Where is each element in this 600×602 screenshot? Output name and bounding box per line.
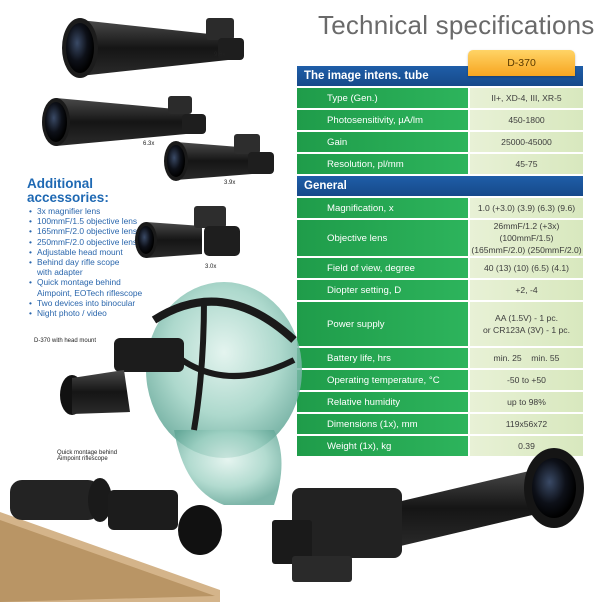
row-label: Photosensitivity, µA/lm <box>297 110 468 130</box>
caption-30x: 3.0x <box>205 264 217 270</box>
row-label: Objective lens <box>297 220 468 256</box>
row-label: Battery life, hrs <box>297 348 468 368</box>
row-value: II+, XD-4, III, XR-5 <box>470 88 583 108</box>
row-value: min. 25 min. 55 <box>470 348 583 368</box>
camera-scope-image <box>272 448 584 582</box>
table-row: Objective lens 26mmF/1.2 (+3x) (100mmF/1… <box>297 220 583 256</box>
list-item: •Behind day rifle scope <box>29 257 120 268</box>
table-row: Magnification, x 1.0 (+3.0) (3.9) (6.3) … <box>297 198 583 218</box>
list-item: •100mmF/1.5 objective lens <box>29 216 138 227</box>
row-value: -50 to +50 <box>470 370 583 390</box>
row-label: Power supply <box>297 302 468 346</box>
caption-63x: 6.3x <box>143 141 155 147</box>
scope-39x-image <box>164 134 274 181</box>
accessories-heading: Additional accessories: <box>27 176 109 205</box>
row-value: 25000-45000 <box>470 132 583 152</box>
list-item: •Adjustable head mount <box>29 246 123 257</box>
table-row: Dimensions (1x), mm 119x56x72 <box>297 414 583 434</box>
row-value: up to 98% <box>470 392 583 412</box>
table-row: Operating temperature, °C -50 to +50 <box>297 370 583 390</box>
row-value: AA (1.5V) - 1 pc. or CR123A (3V) - 1 pc. <box>470 302 583 346</box>
table-row: Resolution, pl/mm 45-75 <box>297 154 583 174</box>
row-label: Dimensions (1x), mm <box>297 414 468 434</box>
accessories-list: •3x magnifier lens •100mmF/1.5 objective… <box>29 206 142 318</box>
caption-39x: 3.9x <box>224 180 236 186</box>
caption-head-mount: D-370 with head mount <box>34 338 97 344</box>
table-row: Relative humidity up to 98% <box>297 392 583 412</box>
device-30x-image <box>135 206 240 258</box>
model-tab: D-370 <box>468 50 575 76</box>
list-item: with adapter <box>37 267 83 278</box>
table-row: Gain 25000-45000 <box>297 132 583 152</box>
list-item: Aimpoint, EOTech riflescope <box>37 287 143 298</box>
list-item: •250mmF/2.0 objective lens <box>29 236 138 247</box>
row-label: Relative humidity <box>297 392 468 412</box>
row-value: 119x56x72 <box>470 414 583 434</box>
row-label: Type (Gen.) <box>297 88 468 108</box>
caption-96x: 9.6x <box>214 52 226 58</box>
list-item: •165mmF/2.0 objective lens <box>29 226 138 237</box>
table-row: Type (Gen.) II+, XD-4, III, XR-5 <box>297 88 583 108</box>
caption-quick-montage: Quick montage behind Aimpoint riflescope <box>57 450 118 462</box>
list-item: •Night photo / video <box>29 308 107 319</box>
page-title: Technical specifications <box>318 10 595 40</box>
row-label: Gain <box>297 132 468 152</box>
row-label: Field of view, degree <box>297 258 468 278</box>
table-row: Photosensitivity, µA/lm 450-1800 <box>297 110 583 130</box>
row-value: 40 (13) (10) (6.5) (4.1) <box>470 258 583 278</box>
table-row: Power supply AA (1.5V) - 1 pc. or CR123A… <box>297 302 583 346</box>
row-value: 26mmF/1.2 (+3x) (100mmF/1.5) (165mmF/2.0… <box>470 220 583 256</box>
table-row: Field of view, degree 40 (13) (10) (6.5)… <box>297 258 583 278</box>
section-heading-general: General <box>297 176 583 196</box>
row-value: +2, -4 <box>470 280 583 300</box>
spec-table: The image intens. tube Type (Gen.) II+, … <box>297 62 583 456</box>
table-row: Diopter setting, D +2, -4 <box>297 280 583 300</box>
row-value: 45-75 <box>470 154 583 174</box>
row-label: Weight (1x), kg <box>297 436 468 456</box>
list-item: •Two devices into binocular <box>29 297 136 308</box>
list-item: •Quick montage behind <box>29 277 121 288</box>
scope-96x-image <box>62 18 244 78</box>
row-value: 1.0 (+3.0) (3.9) (6.3) (9.6) <box>470 198 583 218</box>
rifle-montage-image <box>0 478 222 602</box>
list-item: •3x magnifier lens <box>29 206 101 216</box>
row-label: Resolution, pl/mm <box>297 154 468 174</box>
table-row: Battery life, hrs min. 25 min. 55 <box>297 348 583 368</box>
head-mount-image <box>60 282 302 505</box>
scope-63x-image <box>42 96 206 146</box>
row-label: Magnification, x <box>297 198 468 218</box>
row-label: Operating temperature, °C <box>297 370 468 390</box>
row-label: Diopter setting, D <box>297 280 468 300</box>
row-value: 450-1800 <box>470 110 583 130</box>
